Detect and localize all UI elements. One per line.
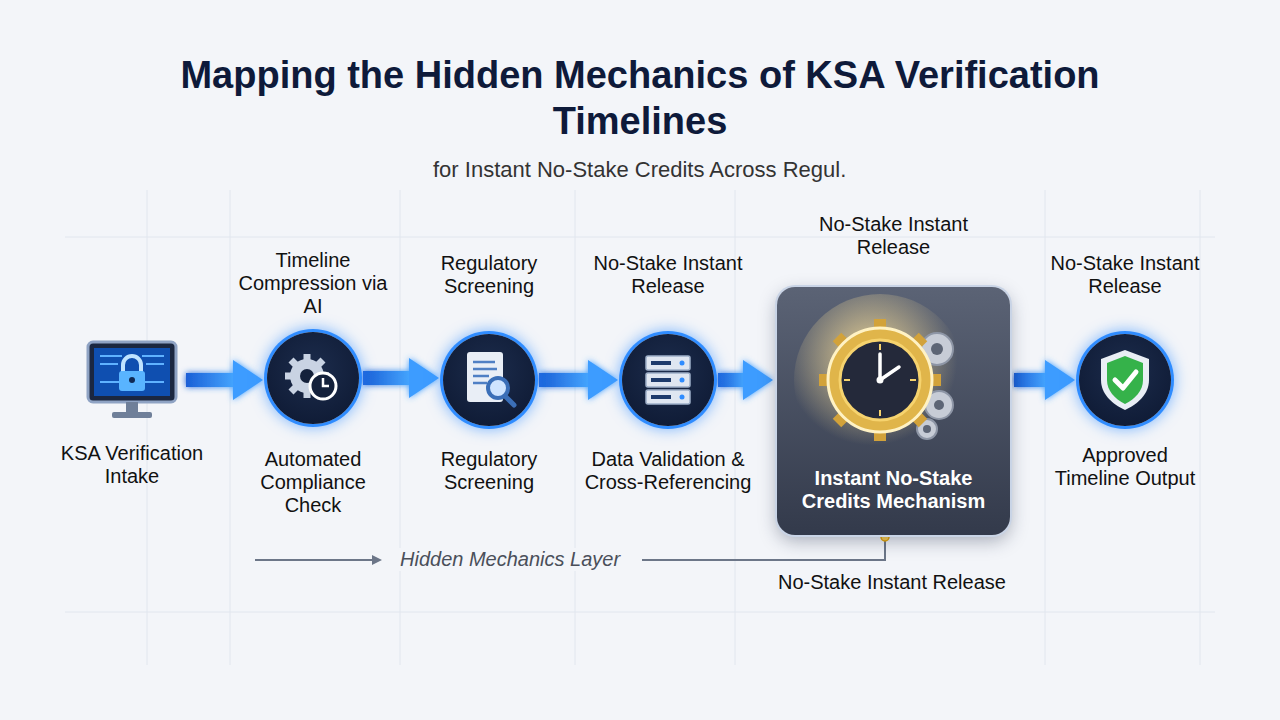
gearclock-icon	[267, 332, 359, 424]
process-circle: Timeline Compression via AIAutomated Com…	[267, 332, 359, 424]
subtitle: for Instant No-Stake Credits Across Regu…	[433, 157, 846, 182]
server-icon	[622, 334, 714, 426]
node-label: Approved Timeline Output	[1050, 444, 1200, 490]
flow-arrow	[186, 360, 263, 400]
flow-arrow	[363, 358, 439, 398]
node-label: No-Stake Instant Release	[799, 213, 989, 259]
output-circle: No-Stake Instant ReleaseApproved Timelin…	[1079, 334, 1171, 426]
node-title: Instant No-Stake Credits Mechanism	[789, 467, 999, 513]
monitor-icon	[82, 338, 182, 422]
diagram-title: Mapping the Hidden Mechanics of KSA Veri…	[140, 52, 1140, 144]
node-label: No-Stake Instant Release	[1035, 252, 1215, 298]
doc-icon	[443, 334, 535, 426]
flow-arrow	[1014, 360, 1075, 400]
intake-monitor: KSA Verification Intake	[82, 338, 182, 422]
node-label: Automated Compliance Check	[238, 448, 388, 517]
mechanism-box: No-Stake Instant ReleaseInstant No-Stake…	[777, 287, 1010, 535]
flow-arrow	[539, 360, 618, 400]
layer-label: Hidden Mechanics Layer	[396, 548, 624, 571]
process-circle: No-Stake Instant ReleaseData Validation …	[622, 334, 714, 426]
flow-arrow	[718, 360, 773, 400]
node-label: Timeline Compression via AI	[238, 249, 388, 318]
node-label: Regulatory Screening	[419, 448, 559, 494]
grid-lines	[65, 190, 1215, 665]
release-label: No-Stake Instant Release	[778, 571, 1006, 594]
node-label: Data Validation & Cross-Referencing	[570, 448, 766, 494]
node-label: KSA Verification Intake	[57, 442, 207, 488]
node-label: No-Stake Instant Release	[578, 252, 758, 298]
shield-icon	[1079, 334, 1171, 426]
process-circle: Regulatory ScreeningRegulatory Screening	[443, 334, 535, 426]
node-label: Regulatory Screening	[414, 252, 564, 298]
